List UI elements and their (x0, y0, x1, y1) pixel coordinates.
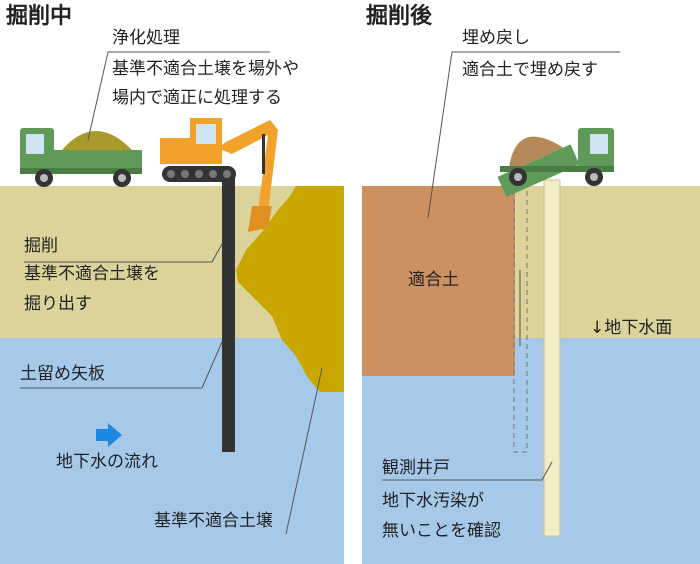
well-desc-line1: 地下水汚染が (382, 491, 484, 511)
treatment-desc-line2: 場内で適正に処理する (112, 88, 282, 108)
groundwater-flow-label: 地下水の流れ (56, 452, 158, 472)
contaminated-soil-area (236, 186, 344, 392)
water-table-label: ↓地下水面 (590, 318, 673, 338)
clean-soil-label: 適合土 (408, 270, 459, 290)
groundwater-flow-arrow (96, 423, 122, 447)
treatment-desc-line1: 基準不適合土壌を場外や (112, 59, 299, 79)
removed-pile-outline (513, 185, 528, 453)
panel-title-during: 掘削中 (6, 4, 73, 29)
dump-truck-left (20, 128, 142, 187)
well-desc-line2: 無いことを確認 (382, 521, 501, 541)
excavation-desc-line1: 基準不適合土壌を (24, 264, 160, 284)
observation-well (543, 179, 561, 537)
clean-soil-fill (362, 186, 515, 376)
panel-title-after: 掘削後 (366, 4, 433, 29)
leader-lines-right (382, 51, 620, 481)
sheet-pile (222, 178, 235, 452)
contaminated-soil-label: 基準不適合土壌 (154, 511, 273, 531)
left-panel-scene (0, 51, 344, 564)
backfill-desc: 適合土で埋め戻す (462, 60, 598, 80)
leader-lines-left (20, 51, 323, 535)
dump-truck-right (497, 128, 614, 197)
treatment-heading: 浄化処理 (112, 28, 180, 48)
groundwater-layer-left (0, 338, 344, 564)
backfill-heading: 埋め戻し (462, 28, 530, 48)
excavator (160, 118, 278, 232)
sheet-pile-label: 土留め矢板 (20, 364, 105, 384)
soil-load (62, 131, 132, 150)
clean-soil-load (508, 136, 564, 173)
right-panel-scene (362, 51, 700, 564)
well-heading: 観測井戸 (382, 458, 450, 478)
excavation-desc-line2: 掘り出す (24, 294, 92, 314)
excavation-heading: 掘削 (24, 236, 58, 256)
